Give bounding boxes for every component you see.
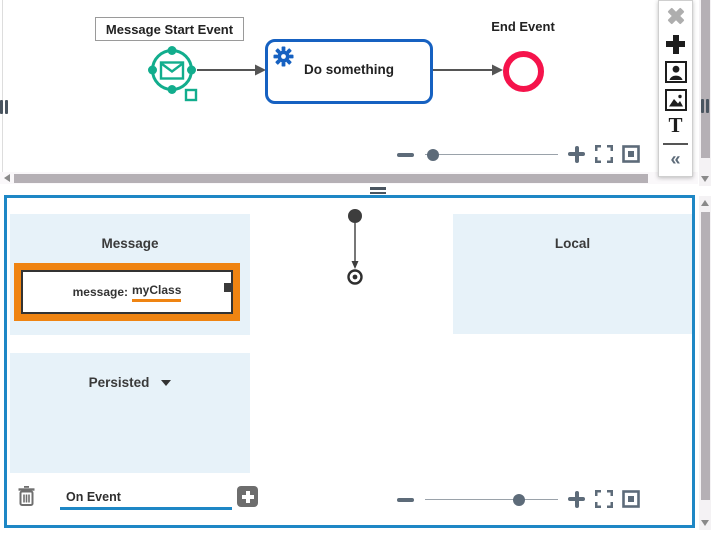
- vertical-scrollbar-thumb[interactable]: [700, 212, 710, 500]
- item-resize-handle[interactable]: [224, 283, 233, 292]
- text-tool-icon: T: [668, 112, 683, 137]
- persisted-section-label: Persisted: [88, 375, 150, 390]
- local-section-label: Local: [554, 236, 591, 251]
- zoom-slider-track[interactable]: [425, 498, 558, 500]
- zoom-out-button[interactable]: [397, 152, 414, 157]
- fit-to-view-icon[interactable]: [622, 490, 640, 508]
- task-label: Do something: [304, 62, 394, 77]
- horizontal-scrollbar-thumb[interactable]: [14, 174, 648, 183]
- fullscreen-icon[interactable]: [595, 145, 613, 163]
- add-actor-button[interactable]: [659, 60, 692, 84]
- event-mapping-panel: Message Local Persisted message: myClass: [4, 195, 695, 528]
- message-start-event[interactable]: [148, 46, 198, 102]
- message-envelope-icon: [159, 61, 185, 80]
- service-task-node[interactable]: [265, 39, 433, 104]
- event-connector-diagram[interactable]: [340, 203, 370, 289]
- resize-handle[interactable]: [184, 88, 198, 102]
- scroll-down-arrow[interactable]: [701, 520, 709, 526]
- add-element-button[interactable]: [659, 32, 692, 56]
- scroll-left-arrow[interactable]: [4, 174, 10, 182]
- local-section[interactable]: Local: [453, 214, 692, 334]
- panel-vertical-scrollbar[interactable]: [699, 196, 711, 530]
- zoom-out-button[interactable]: [397, 497, 414, 502]
- right-splitter-grip[interactable]: [701, 99, 709, 113]
- image-icon: [664, 89, 687, 111]
- fit-to-view-icon[interactable]: [622, 145, 640, 163]
- end-event-label: End Event: [491, 19, 555, 34]
- left-splitter-grip[interactable]: [0, 100, 8, 114]
- on-event-tab[interactable]: On Event: [66, 490, 121, 504]
- message-item-prefix: message:: [72, 285, 128, 299]
- delete-button[interactable]: [659, 4, 692, 28]
- collapse-toolbar-button[interactable]: «: [659, 147, 692, 171]
- active-tab-underline: [60, 507, 232, 510]
- person-portrait-icon: [664, 61, 687, 83]
- zoom-in-button[interactable]: [568, 145, 585, 163]
- canvas-vertical-scrollbar[interactable]: [699, 0, 711, 186]
- bpmn-canvas[interactable]: [0, 0, 712, 190]
- zoom-slider-track[interactable]: [425, 153, 558, 155]
- add-text-button[interactable]: T: [659, 113, 692, 137]
- zoom-slider[interactable]: [425, 492, 558, 506]
- message-item-name: myClass: [132, 283, 182, 302]
- vertical-scrollbar-thumb[interactable]: [700, 0, 710, 158]
- plus-icon: [666, 34, 685, 54]
- scroll-down-arrow[interactable]: [701, 176, 709, 182]
- selected-message-item[interactable]: message: myClass: [14, 263, 240, 321]
- end-event-node[interactable]: [503, 51, 544, 92]
- panel-splitter-handle[interactable]: [370, 187, 386, 194]
- zoom-slider-handle[interactable]: [426, 148, 439, 161]
- left-panel-edge: [2, 0, 3, 183]
- trash-icon[interactable]: [18, 486, 35, 506]
- toolbar-divider: [663, 143, 688, 145]
- sequence-flow-2: [432, 64, 503, 76]
- chevron-double-left-icon: «: [670, 149, 681, 169]
- zoom-slider-handle[interactable]: [513, 493, 526, 506]
- zoom-slider[interactable]: [425, 147, 558, 161]
- start-event-label: Message Start Event: [95, 17, 244, 41]
- sequence-flow-1: [197, 64, 266, 76]
- close-x-icon: [666, 6, 686, 26]
- palette-toolbar: T «: [658, 0, 693, 177]
- chevron-down-icon[interactable]: [161, 379, 172, 386]
- zoom-in-button[interactable]: [568, 490, 585, 508]
- persisted-section[interactable]: Persisted: [10, 353, 250, 473]
- scroll-up-arrow[interactable]: [701, 200, 709, 206]
- gear-icon: [273, 46, 294, 67]
- add-event-button[interactable]: [237, 486, 258, 507]
- fullscreen-icon[interactable]: [595, 490, 613, 508]
- add-image-button[interactable]: [659, 88, 692, 112]
- message-section-label: Message: [101, 236, 159, 251]
